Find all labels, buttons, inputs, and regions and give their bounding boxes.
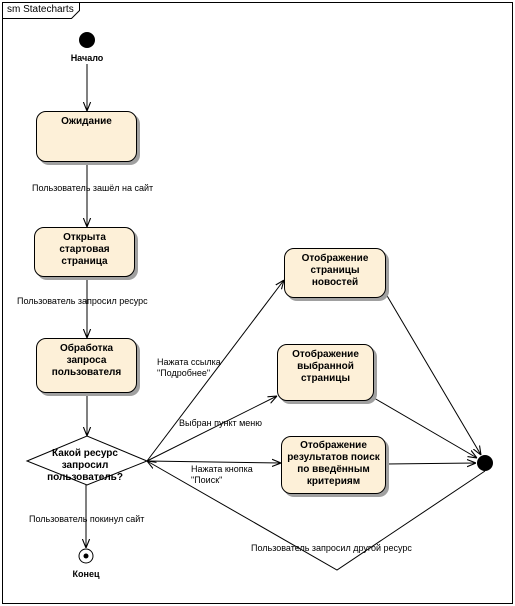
decision-label: Какой ресурс запросил пользователь? [30, 448, 140, 484]
state-start-page-line2: страница [61, 256, 108, 267]
state-search-line3: по введённым [297, 464, 370, 475]
end-node-inner [83, 553, 89, 559]
state-start-page[interactable]: Открыта стартовая страница [34, 227, 135, 277]
state-search-line2: результатов поиск [287, 452, 380, 463]
transition-search-pressed-line2: "Поиск" [191, 475, 223, 485]
end-label: Конец [72, 569, 100, 579]
initial-label: Начало [70, 53, 104, 63]
transition-menu-selected: Выбран пункт меню [179, 418, 263, 428]
edge-decision-news [146, 280, 284, 462]
edge-decision-search [146, 461, 281, 463]
final-node-right [477, 455, 493, 471]
state-news[interactable]: Отображение страницы новостей [284, 248, 386, 298]
frame-title: sm Statecharts [7, 4, 74, 15]
state-selected-line1: Отображение [292, 349, 359, 360]
transition-link-pressed-line1: Нажата ссылка [157, 357, 221, 367]
decision-label-line2: пользователь? [47, 472, 123, 483]
edge-search-final [385, 463, 476, 464]
state-processing-line2: пользователя [51, 367, 122, 378]
state-news-line1: Отображение [301, 253, 369, 264]
state-waiting[interactable]: Ожидание [36, 111, 137, 162]
edge-selected-final [373, 397, 477, 458]
state-processing-line1: Обработка запроса [59, 343, 114, 366]
state-selected-line2: выбранной [297, 361, 354, 372]
state-start-page-line1: Открыта стартовая [59, 232, 110, 255]
state-waiting-label: Ожидание [61, 116, 112, 127]
transition-other-resource: Пользователь запросил другой ресурс [251, 543, 412, 553]
state-selected-line3: страницы [300, 373, 350, 384]
state-search-line4: критериям [306, 476, 361, 487]
edge-other-resource-loop [147, 461, 486, 571]
frame-tab-border [2, 2, 80, 19]
edge-news-final [385, 293, 481, 455]
state-search-line1: Отображение [300, 440, 367, 451]
state-news-line2: страницы новостей [310, 265, 360, 288]
transition-search-pressed-line1: Нажата кнопка [191, 464, 253, 474]
transition-link-pressed-line2: "Подробнее" [157, 368, 211, 378]
decision-label-line1: Какой ресурс запросил [52, 448, 118, 471]
transition-entered-site: Пользователь зашёл на сайт [32, 183, 154, 193]
transition-requested-resource: Пользователь запросил ресурс [17, 296, 148, 306]
state-processing[interactable]: Обработка запроса пользователя [36, 338, 137, 393]
initial-node [79, 32, 95, 48]
transition-left-site: Пользователь покинул сайт [29, 514, 145, 524]
state-search[interactable]: Отображение результатов поиск по введённ… [281, 436, 386, 494]
edge-decision-selected [146, 396, 277, 462]
state-selected[interactable]: Отображение выбранной страницы [277, 344, 374, 401]
